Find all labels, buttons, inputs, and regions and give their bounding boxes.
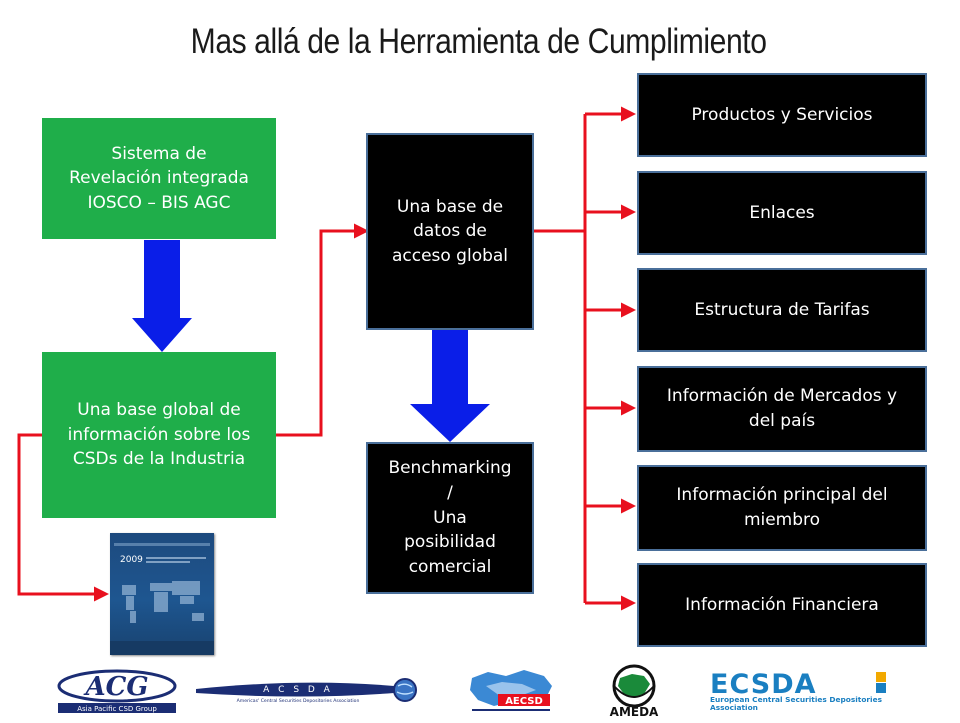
connector-global-to-report [17,433,109,602]
box-disclosure-system: Sistema de Revelación integrada IOSCO – … [42,118,276,239]
page-title: Mas allá de la Herramienta de Cumplimien… [190,22,767,61]
box-market-country-info: Información de Mercados y del país [637,366,927,452]
box-member-info: Información principal del miembro [637,465,927,551]
blue-down-arrow-middle [410,330,490,442]
acsda-logo: A C S D A Americas' Central Securities D… [192,676,420,706]
acg-logo-caption: Asia Pacific CSD Group [77,705,157,713]
acg-logo: ACG Asia Pacific CSD Group [56,668,178,714]
ecsda-logo: ECSDA European Central Securities Deposi… [708,668,894,714]
acg-logo-text: ACG [82,672,148,702]
box-products-services: Productos y Servicios [637,73,927,157]
blue-down-arrow-left [132,240,192,352]
box-benchmarking: Benchmarking / Una posibilidad comercial [366,442,534,594]
box-global-database: Una base de datos de acceso global [366,133,534,330]
world-map-icon [110,543,214,655]
connector-global-to-database [276,223,369,437]
report-cover-image: 2009 [110,533,214,655]
footer-logos: ACG Asia Pacific CSD Group A C S D A Ame… [0,662,960,720]
ecsda-logo-text: ECSDA [710,669,817,700]
acsda-logo-text: A C S D A [263,685,333,695]
ecsda-logo-caption: European Central Securities Depositories… [710,696,882,712]
acsda-logo-caption: Americas' Central Securities Depositorie… [237,698,360,704]
ameda-logo: AMEDA [594,664,674,719]
box-links: Enlaces [637,171,927,255]
ameda-logo-text: AMEDA [610,705,659,718]
aecsd-logo-text: AECSD [505,696,543,707]
box-fee-structure: Estructura de Tarifas [637,268,927,352]
aecsd-logo: AECSD [466,666,556,716]
box-global-csd-base: Una base global de información sobre los… [42,352,276,518]
box-financial-info: Información Financiera [637,563,927,647]
report-cover-year: 2009 [120,555,143,565]
